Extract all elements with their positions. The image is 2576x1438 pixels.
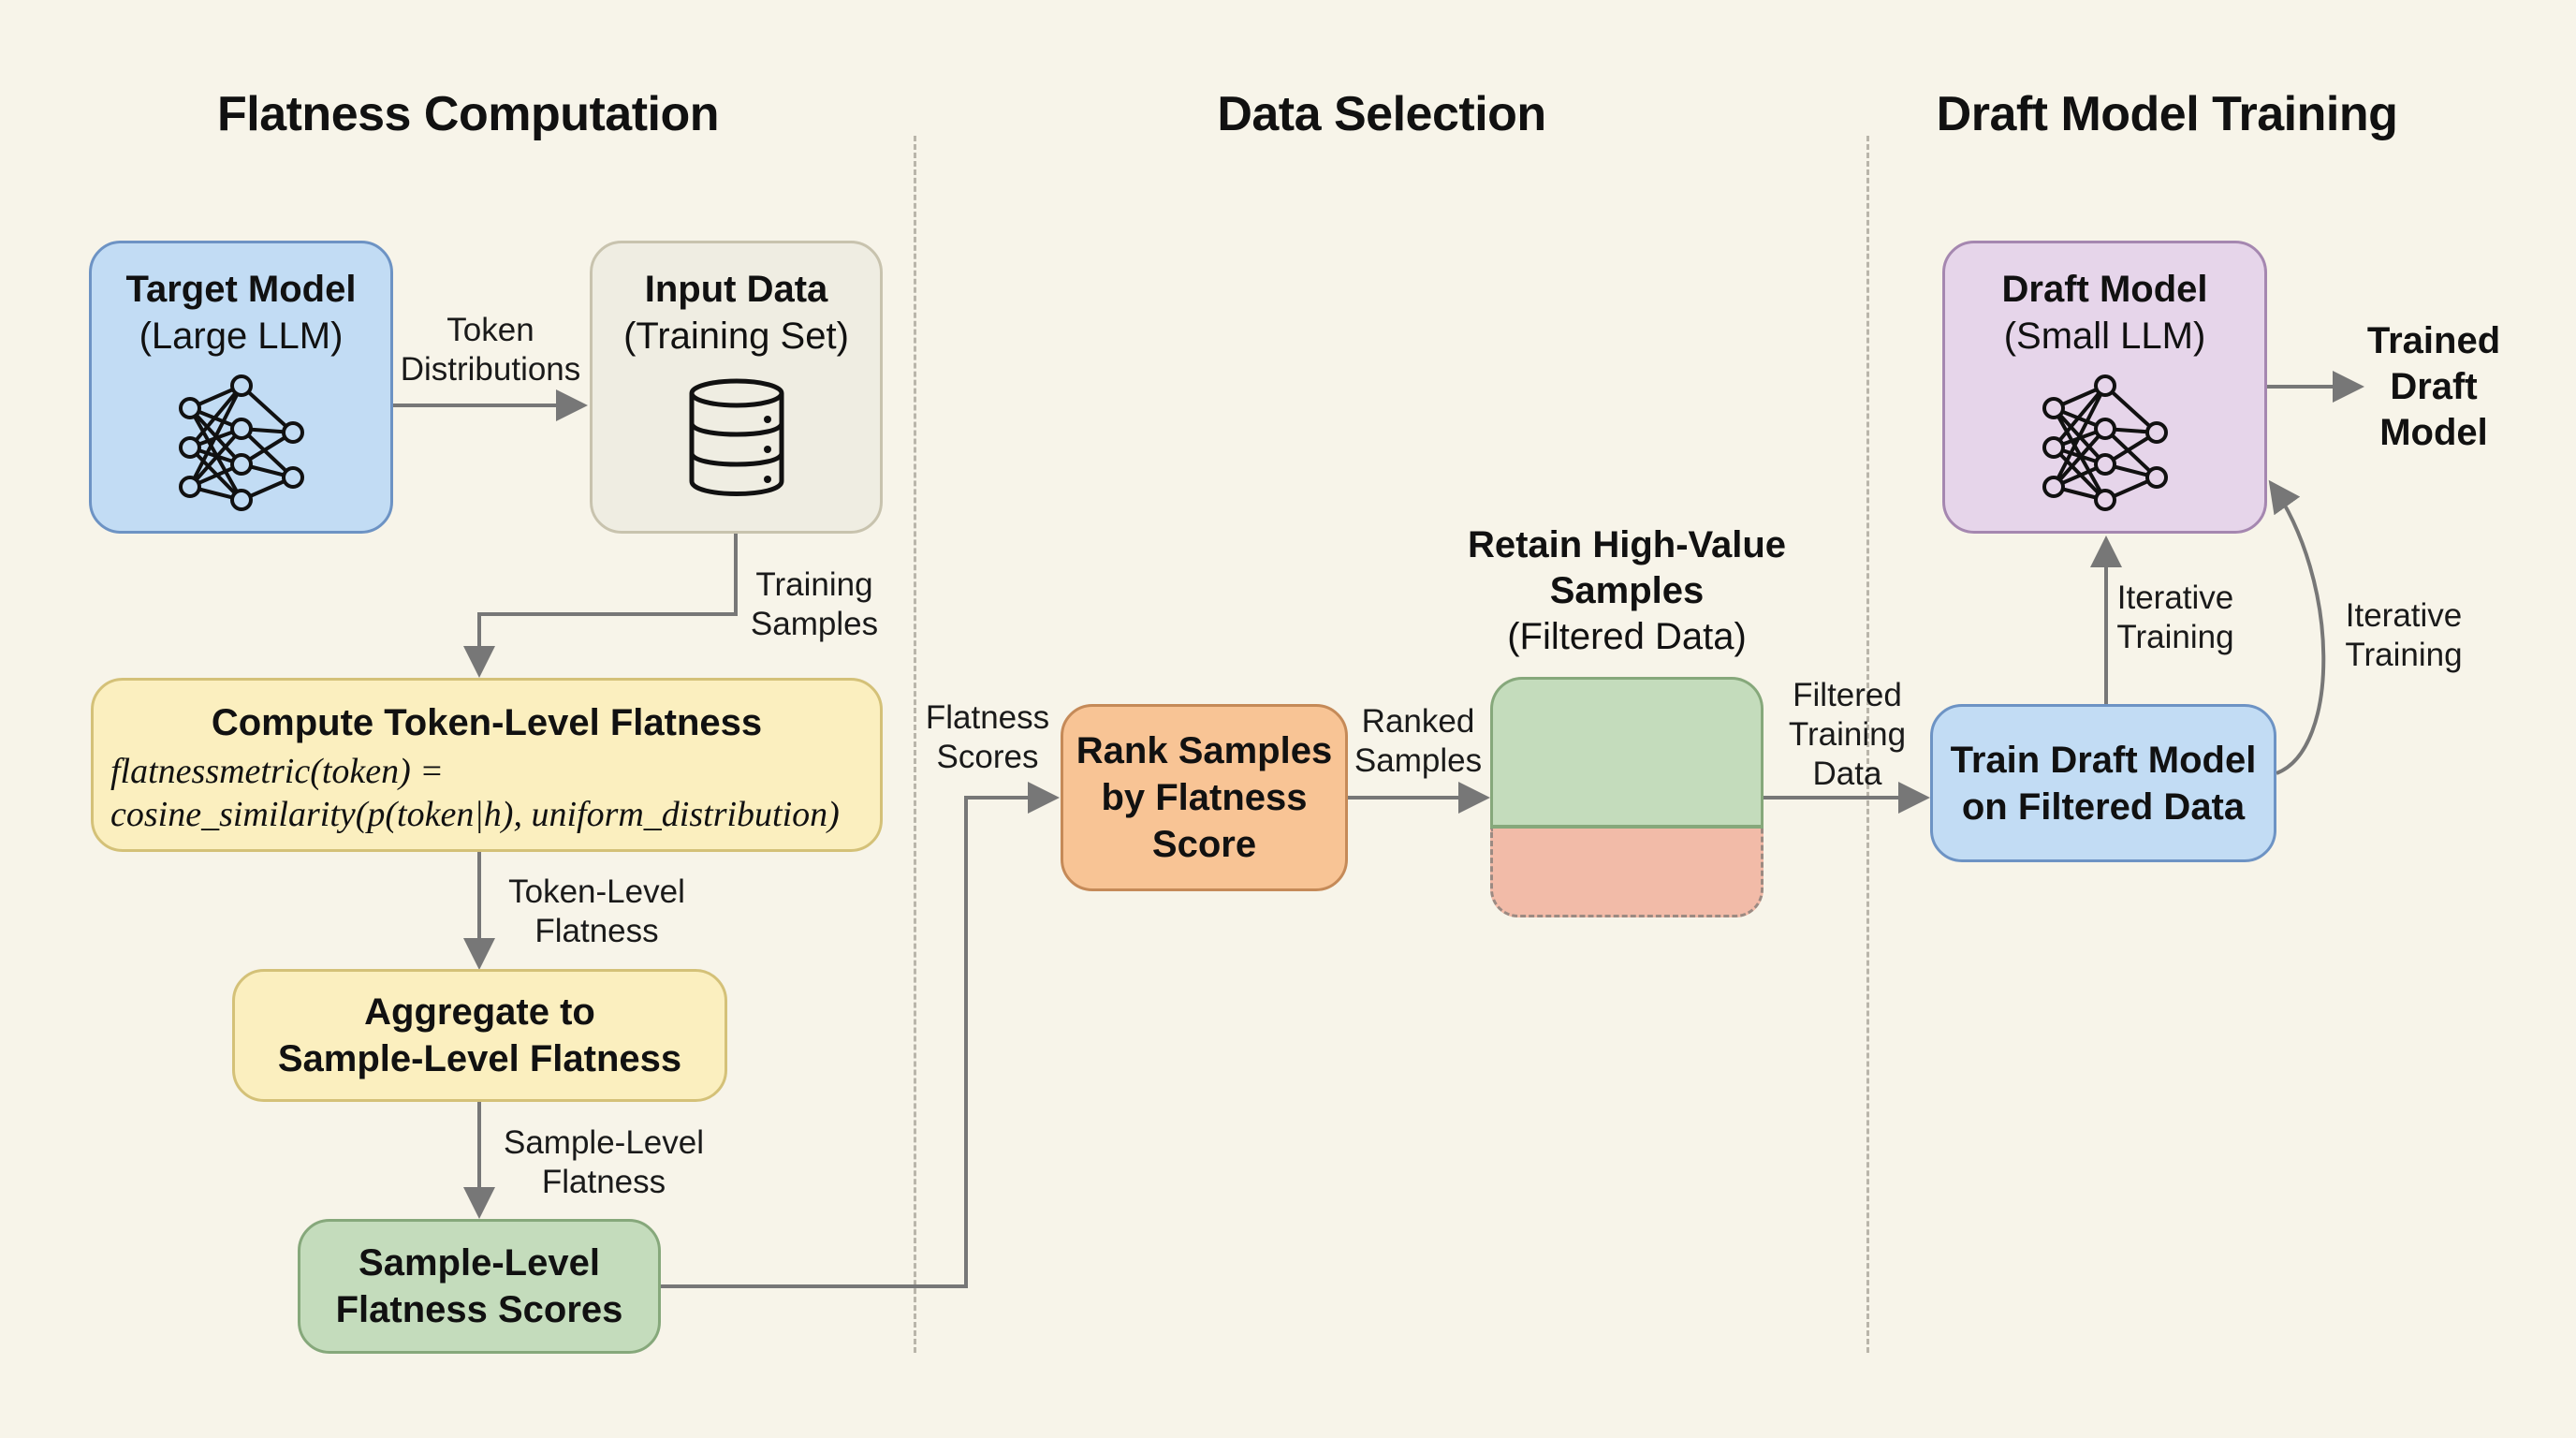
edge-label-iterative-training-curved: Iterative Training [2334,596,2473,675]
edge-label-line: Iterative [2116,580,2234,616]
trained-output-line-1: Trained [2366,320,2501,361]
aggregate-node: Aggregate to Sample-Level Flatness [232,969,727,1102]
trained-draft-model-output: Trained Draft Model [2349,318,2518,456]
filtered-data-box [1490,677,1764,917]
aggregate-line-2: Sample-Level Flatness [277,1038,682,1079]
edge-label-token-distributions: Token Distributions [397,311,584,389]
rank-samples-node: Rank Samples by Flatness Score [1061,704,1348,891]
retain-label: Retain High-Value Samples (Filtered Data… [1393,522,1861,660]
section-title-draft-model-training: Draft Model Training [1936,87,2398,141]
edge-label-line: Training [1788,716,1907,753]
database-icon [689,378,783,496]
compute-token-flatness-title: Compute Token-Level Flatness [211,702,763,743]
retained-samples-segment [1490,677,1764,827]
edge-label-line: Distributions [400,351,581,388]
sample-scores-line-1: Sample-Level [359,1242,600,1284]
train-draft-line-2: on Filtered Data [1961,785,2246,828]
edge-label-line: Samples [1354,742,1483,779]
arrow-training-samples [463,534,738,678]
sample-scores-node: Sample-Level Flatness Scores [298,1219,661,1354]
edge-label-ranked-samples: Ranked Samples [1348,702,1488,781]
draft-model-node: Draft Model (Small LLM) [1942,241,2267,534]
sample-scores-line-2: Flatness Scores [335,1289,623,1330]
retain-line-1: Retain High-Value [1467,524,1787,565]
neural-network-icon [2042,374,2168,511]
compute-token-flatness-node: Compute Token-Level Flatness flatnessmet… [91,678,883,852]
target-model-title: Target Model [125,269,357,310]
edge-label-line: Token [446,312,534,348]
neural-network-icon [178,374,304,511]
edge-label-line: Data [1812,756,1882,792]
input-data-subtitle: (Training Set) [623,315,849,357]
arrow-flatness-scores [661,782,1060,1288]
formula-line-1: flatnessmetric(token) = [110,752,444,791]
edge-label-line: Ranked [1361,703,1475,740]
section-title-flatness-computation: Flatness Computation [216,87,720,141]
rank-line-1: Rank Samples [1076,730,1333,771]
edge-label-line: Flatness [925,699,1050,736]
edge-label-line: Flatness [534,913,659,949]
train-draft-line-1: Train Draft Model [1950,739,2257,781]
edge-label-line: Training [755,566,873,603]
target-model-subtitle: (Large LLM) [139,315,344,357]
edge-label-iterative-training-straight: Iterative Training [2110,579,2241,657]
input-data-node: Input Data (Training Set) [590,241,883,534]
input-data-title: Input Data [644,269,828,310]
section-divider-1 [914,136,916,1353]
trained-output-line-2: Draft [2390,366,2478,407]
retain-line-2: Samples [1549,570,1705,611]
rank-line-3: Score [1151,824,1257,865]
segment-divider [1490,825,1764,829]
section-title-data-selection: Data Selection [1217,87,1546,141]
arrow-iterative-training-curved [2268,479,2326,775]
rank-line-2: by Flatness [1101,777,1308,818]
edge-label-filtered-training-data: Filtered Training Data [1765,676,1929,794]
retain-line-3: (Filtered Data) [1507,616,1747,657]
edge-label-line: Samples [750,606,879,642]
edge-label-line: Flatness [541,1164,666,1200]
edge-label-line: Training [2116,619,2234,655]
edge-label-line: Token-Level [508,873,685,910]
draft-model-title: Draft Model [2001,269,2208,310]
target-model-node: Target Model (Large LLM) [89,241,393,534]
section-divider-2 [1866,136,1869,1353]
edge-label-sample-level-flatness: Sample-Level Flatness [496,1123,711,1202]
edge-label-training-samples: Training Samples [739,565,889,644]
edge-label-line: Training [2345,637,2463,673]
draft-model-subtitle: (Small LLM) [2003,315,2206,357]
formula-line-2: cosine_similarity(p(token|h), uniform_di… [110,795,840,834]
edge-label-line: Scores [936,739,1039,775]
edge-label-line: Filtered [1793,677,1902,713]
edge-label-flatness-scores: Flatness Scores [913,698,1062,777]
edge-label-line: Iterative [2345,597,2463,634]
edge-label-token-level-flatness: Token-Level Flatness [496,873,697,951]
train-draft-node: Train Draft Model on Filtered Data [1930,704,2276,862]
aggregate-line-1: Aggregate to [364,991,595,1033]
trained-output-line-3: Model [2379,412,2488,453]
discarded-samples-segment [1490,829,1764,917]
edge-label-line: Sample-Level [504,1124,704,1161]
